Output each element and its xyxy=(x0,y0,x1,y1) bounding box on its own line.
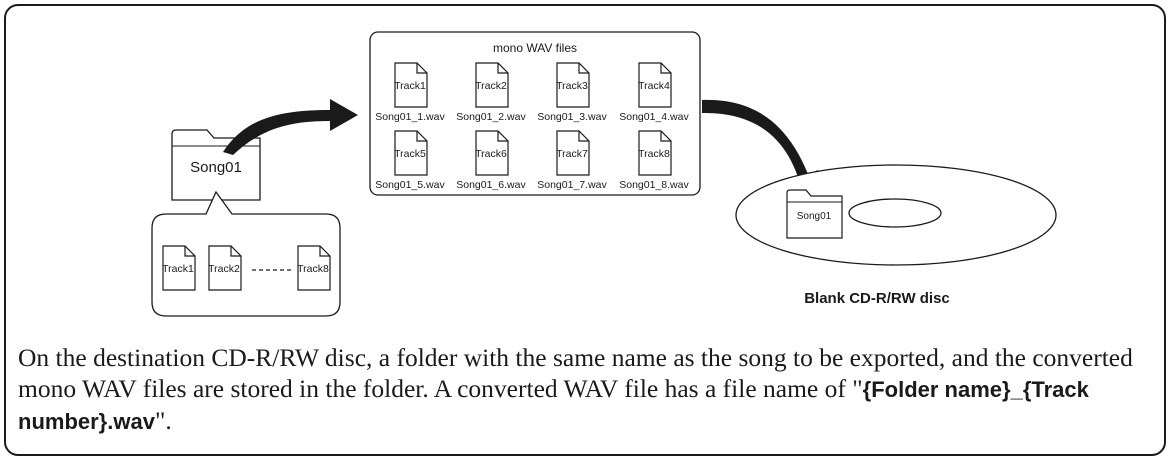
caption-filename-format: {Folder name}_{Track number}.wav xyxy=(18,377,1089,434)
track-callout xyxy=(151,190,341,317)
wav-file-icon: Track4 xyxy=(638,62,672,108)
track-label: Track8 xyxy=(638,148,670,160)
wav-file-name: Song01_2.wav xyxy=(456,111,526,123)
wav-file-name: Song01_8.wav xyxy=(619,179,689,191)
disc-folder-label: Song01 xyxy=(797,211,832,222)
wav-file-icon: Track8 xyxy=(638,130,672,176)
source-folder-label: Song01 xyxy=(190,159,242,176)
wav-file-icon: Track2 xyxy=(475,62,509,108)
caption-text: On the destination CD-R/RW disc, a folde… xyxy=(18,343,1133,403)
wav-file-name: Song01_1.wav xyxy=(375,111,445,123)
arrow-to-wav-files xyxy=(223,99,358,155)
track-label: Track1 xyxy=(162,263,194,275)
wav-file-name: Song01_7.wav xyxy=(537,179,607,191)
wav-file-name: Song01_4.wav xyxy=(619,111,689,123)
track-label: Track5 xyxy=(394,148,426,160)
wav-file-icon: Track6 xyxy=(475,130,509,176)
cd-disc-icon xyxy=(735,164,1057,266)
wav-file-name: Song01_6.wav xyxy=(456,179,526,191)
track-file-icon: Track2 xyxy=(208,245,242,291)
track-label: Track2 xyxy=(208,263,240,275)
wav-file-name: Song01_3.wav xyxy=(537,111,607,123)
track-label: Track3 xyxy=(556,80,588,92)
wav-file-icon: Track7 xyxy=(556,130,590,176)
wav-files-box xyxy=(369,31,701,196)
track-file-icon: Track1 xyxy=(162,245,196,291)
disc-label: Blank CD-R/RW disc xyxy=(804,290,950,307)
wav-file-icon: Track5 xyxy=(394,130,428,176)
track-label: Track2 xyxy=(475,80,507,92)
track-label: Track7 xyxy=(556,148,588,160)
track-label: Track1 xyxy=(394,80,426,92)
disc-folder-icon xyxy=(786,189,843,239)
wav-files-title: mono WAV files xyxy=(493,41,577,55)
track-label: Track4 xyxy=(638,80,670,92)
caption: On the destination CD-R/RW disc, a folde… xyxy=(18,342,1158,437)
track-label: Track8 xyxy=(297,263,329,275)
wav-file-icon: Track1 xyxy=(394,62,428,108)
wav-file-name: Song01_5.wav xyxy=(375,179,445,191)
wav-file-icon: Track3 xyxy=(556,62,590,108)
track-file-icon: Track8 xyxy=(297,245,331,291)
caption-end: ". xyxy=(154,406,172,435)
track-label: Track6 xyxy=(475,148,507,160)
